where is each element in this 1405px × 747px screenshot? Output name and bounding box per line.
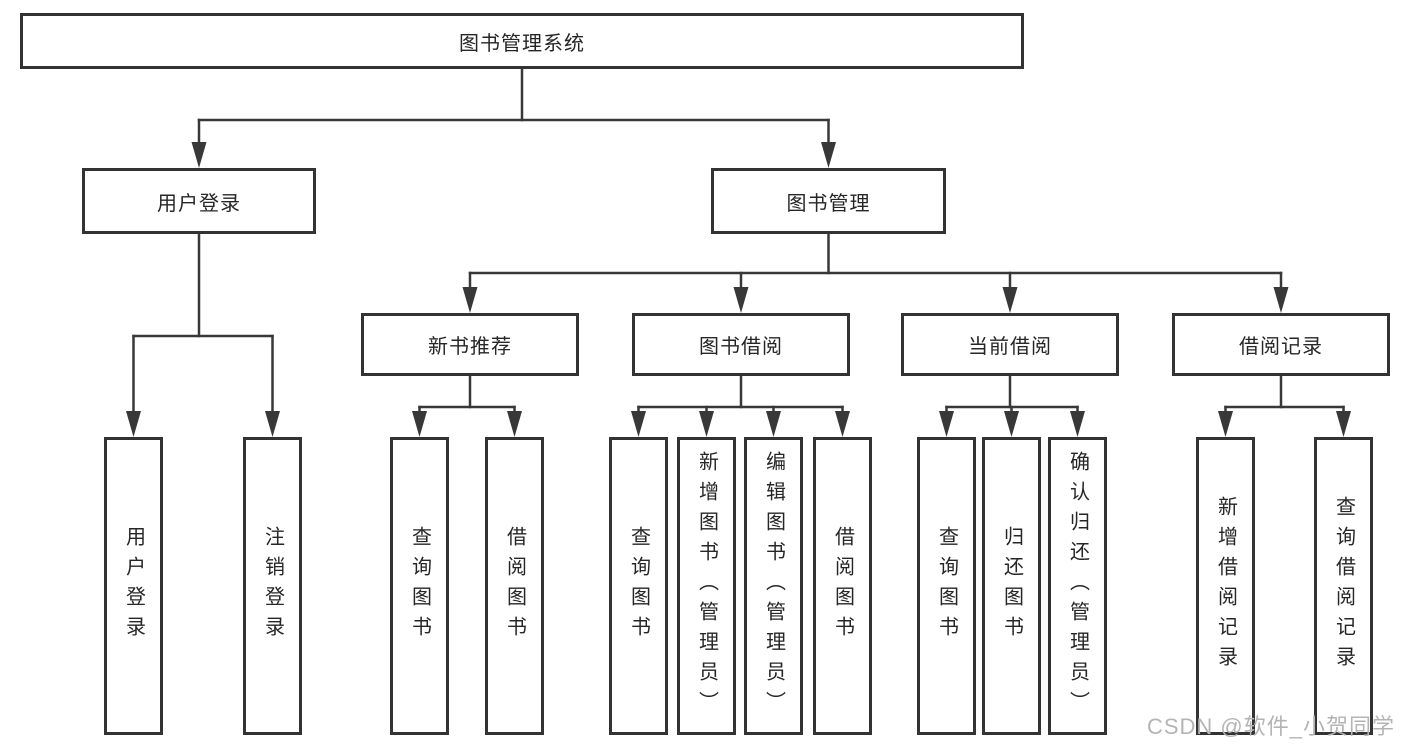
- node-label: 编辑图书（管理员）: [762, 451, 785, 721]
- node-label: 图书管理: [786, 192, 871, 215]
- node-label: 确认归还（管理员）: [1066, 451, 1089, 721]
- node-label: 归还图书: [1000, 526, 1023, 646]
- node-leaf-borrow-books: 借阅图书: [813, 437, 872, 735]
- node-label: 用户登录: [157, 192, 241, 215]
- node-current-borrow: 当前借阅: [901, 313, 1119, 376]
- node-label: 新书推荐: [428, 336, 512, 358]
- node-leaf-add-borrow-record: 新增借阅记录: [1196, 437, 1255, 735]
- node-label: 图书管理系统: [459, 32, 585, 55]
- csdn-watermark: CSDN @软件_小贺同学: [1146, 714, 1395, 739]
- node-user-login: 用户登录: [82, 168, 316, 234]
- node-leaf-return-books: 归还图书: [982, 437, 1041, 735]
- node-leaf-query-books-borrow: 查询图书: [609, 437, 668, 735]
- node-book-borrow: 图书借阅: [632, 313, 850, 376]
- node-label: 查询图书: [627, 526, 650, 646]
- node-label: 注销登录: [261, 526, 284, 646]
- node-system-root: 图书管理系统: [20, 13, 1024, 69]
- node-borrow-records: 借阅记录: [1172, 313, 1390, 376]
- node-label: 图书借阅: [699, 336, 783, 358]
- node-label: 查询借阅记录: [1332, 496, 1355, 676]
- node-leaf-borrow-books-recommend: 借阅图书: [485, 437, 544, 735]
- node-label: 借阅图书: [831, 526, 854, 646]
- node-leaf-logout: 注销登录: [243, 437, 302, 735]
- node-label: 借阅图书: [503, 526, 526, 646]
- node-label: 查询图书: [935, 526, 958, 646]
- node-leaf-query-books-current: 查询图书: [917, 437, 976, 735]
- node-leaf-add-book-admin: 新增图书（管理员）: [677, 437, 736, 735]
- node-leaf-user-login: 用户登录: [104, 437, 163, 735]
- node-label: 用户登录: [122, 526, 145, 646]
- node-label: 当前借阅: [968, 336, 1052, 358]
- node-leaf-edit-book-admin: 编辑图书（管理员）: [744, 437, 803, 735]
- node-label: 查询图书: [408, 526, 431, 646]
- node-new-book-recommend: 新书推荐: [361, 313, 579, 376]
- node-label: 新增图书（管理员）: [695, 451, 718, 721]
- node-leaf-query-borrow-record: 查询借阅记录: [1314, 437, 1373, 735]
- node-label: 借阅记录: [1239, 336, 1323, 358]
- node-label: 新增借阅记录: [1214, 496, 1237, 676]
- node-leaf-query-books-recommend: 查询图书: [390, 437, 449, 735]
- node-book-management: 图书管理: [711, 168, 946, 234]
- node-leaf-confirm-return-admin: 确认归还（管理员）: [1048, 437, 1107, 735]
